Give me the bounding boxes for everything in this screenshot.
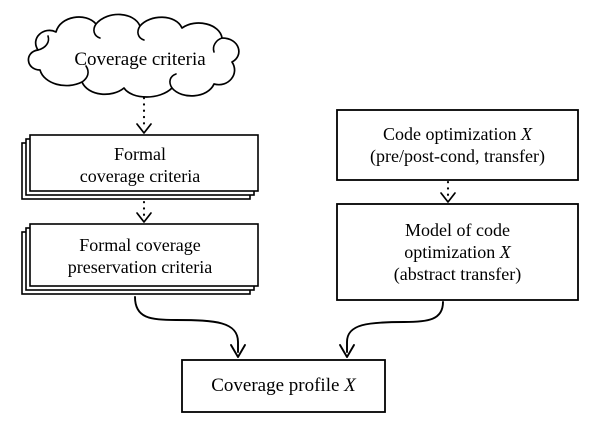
edge-formal-criteria-to-preservation [136, 200, 152, 223]
edge-cloud-to-formal-criteria [136, 96, 152, 134]
cloud-shape [27, 13, 240, 98]
code-optimization-box [336, 109, 579, 181]
formal-preservation-stack [21, 223, 259, 295]
model-optimization-box [336, 203, 579, 301]
coverage-profile-box [181, 359, 386, 413]
edge-preservation-to-profile [134, 296, 246, 358]
formal-criteria-stack [21, 134, 259, 200]
edge-model-opt-to-profile [339, 301, 444, 358]
edge-code-opt-to-model-opt [440, 180, 456, 203]
